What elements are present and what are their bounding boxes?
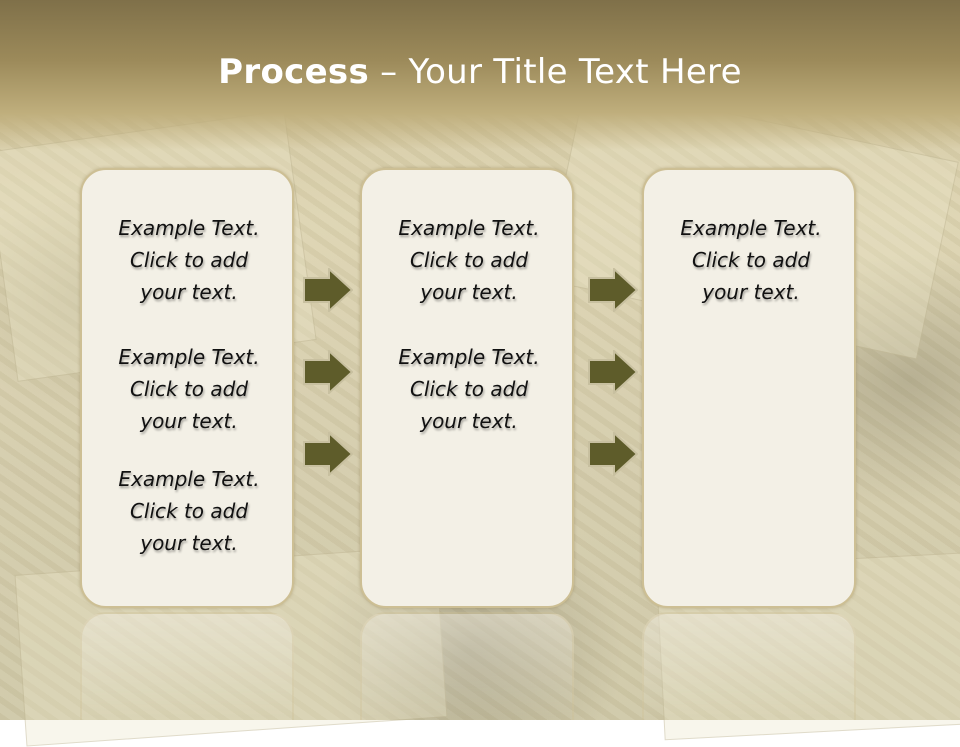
panel-reflection [642, 612, 856, 720]
panel-text[interactable]: Example Text. Click to add your text. [398, 345, 540, 433]
process-panel-1[interactable]: Example Text. Click to add your text. Ex… [80, 168, 294, 608]
arrow-right-icon [303, 268, 353, 312]
panel-text[interactable]: Example Text. Click to add your text. [118, 345, 260, 433]
arrow-right-icon [303, 432, 353, 476]
process-panel-3[interactable]: Example Text. Click to add your text. [642, 168, 856, 608]
panel-reflection [80, 612, 294, 720]
panel-text[interactable]: Example Text. Click to add your text. [118, 467, 260, 555]
panel-text[interactable]: Example Text. Click to add your text. [398, 216, 540, 304]
arrow-right-icon [588, 350, 638, 394]
slide-title[interactable]: Process – Your Title Text Here [0, 52, 960, 92]
arrow-right-icon [303, 350, 353, 394]
panel-reflection [360, 612, 574, 720]
arrow-right-icon [588, 432, 638, 476]
title-bar [0, 0, 960, 150]
panel-text[interactable]: Example Text. Click to add your text. [118, 216, 260, 304]
arrow-right-icon [588, 268, 638, 312]
title-bold: Process [218, 52, 370, 92]
process-panel-2[interactable]: Example Text. Click to add your text. Ex… [360, 168, 574, 608]
panel-text[interactable]: Example Text. Click to add your text. [680, 216, 822, 304]
title-rest: – Your Title Text Here [369, 52, 742, 92]
